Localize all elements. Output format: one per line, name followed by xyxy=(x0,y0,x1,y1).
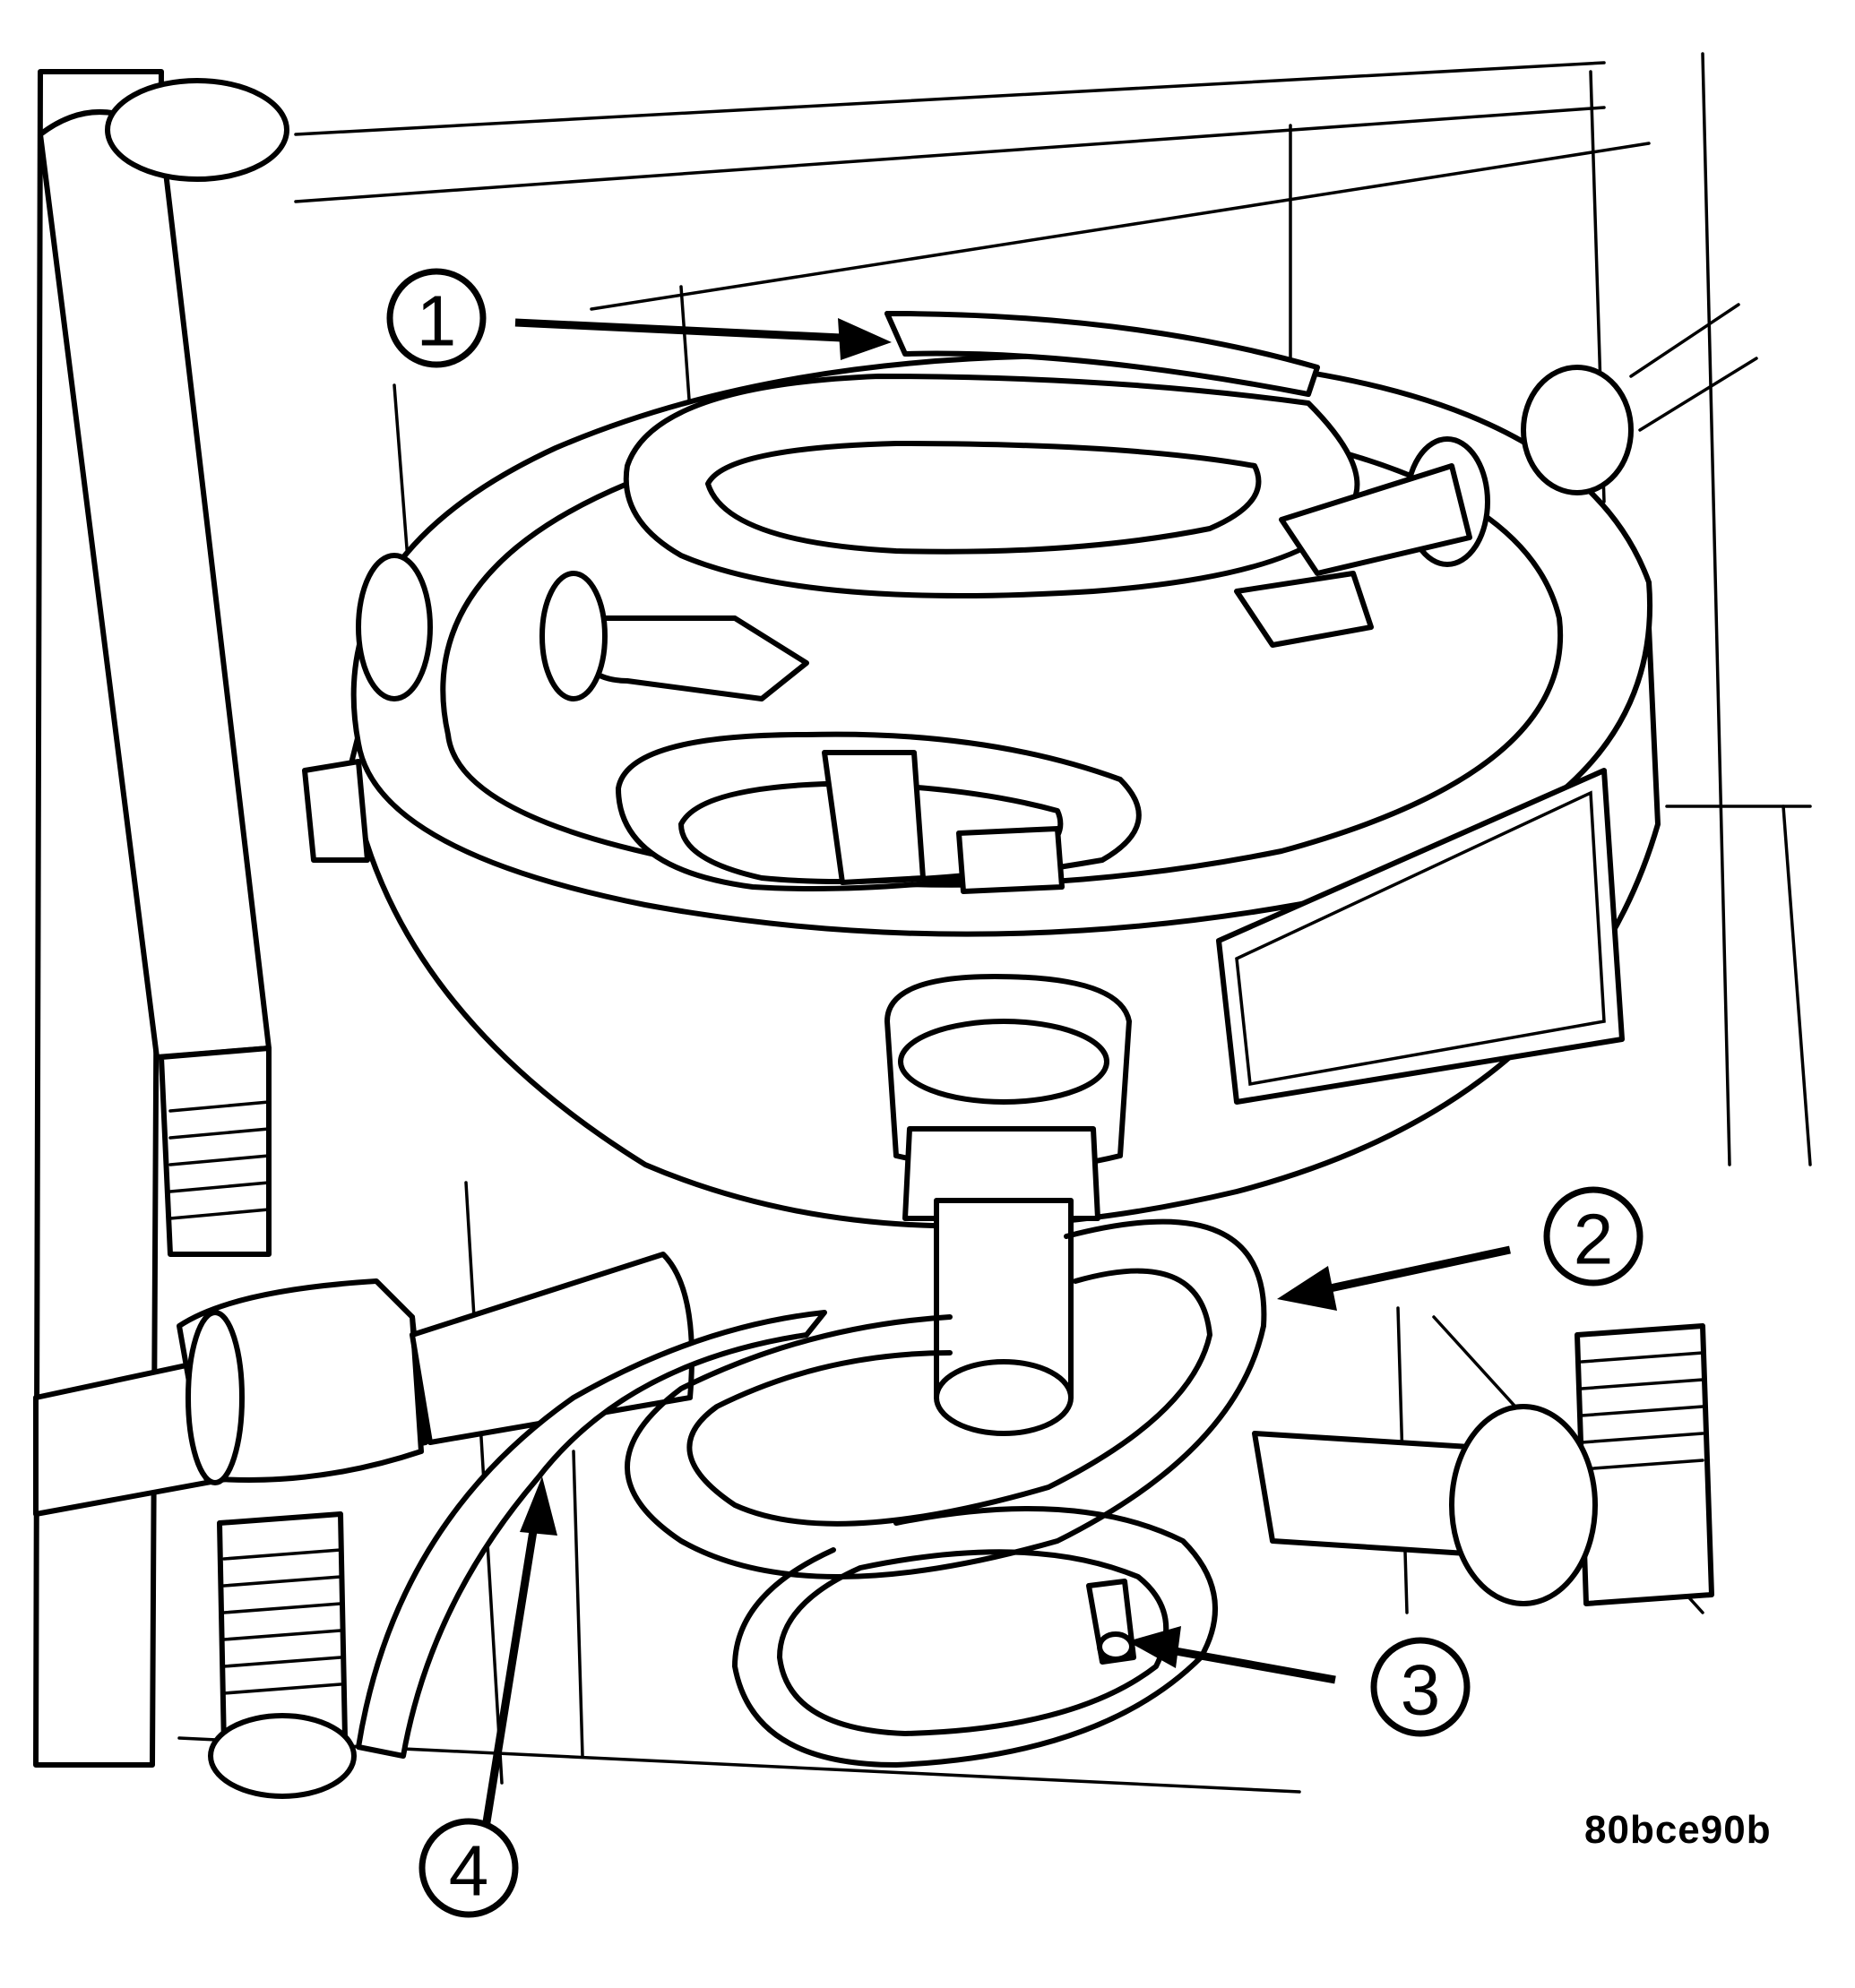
callout-2-number: 2 xyxy=(1574,1200,1614,1279)
callout-4-number: 4 xyxy=(449,1831,489,1911)
center-shaft xyxy=(884,974,1132,1436)
callout-3-circle xyxy=(1370,1637,1471,1737)
callout-2-arrow xyxy=(1277,1245,1511,1311)
callout-4-arrow xyxy=(481,1476,557,1829)
right-rod xyxy=(1252,1323,1714,1606)
inner-spring xyxy=(539,436,1490,894)
callout-1-number: 1 xyxy=(417,281,457,361)
callout-3-number: 3 xyxy=(1401,1650,1441,1730)
left-column xyxy=(33,69,357,1799)
callout-1-arrow xyxy=(514,318,892,360)
callout-3: 3 xyxy=(1370,1637,1471,1737)
callout-2-circle xyxy=(1543,1186,1644,1287)
callout-arrows xyxy=(481,318,1511,1829)
upper-spring xyxy=(623,311,1360,598)
callout-2: 2 xyxy=(1543,1186,1644,1287)
lower-arm xyxy=(356,1310,827,1759)
callout-4-circle xyxy=(418,1818,519,1918)
lower-coil-spring xyxy=(625,1218,1267,1768)
figure-id-code: 80bce90b xyxy=(1584,1808,1772,1852)
callout-3-arrow xyxy=(1127,1626,1336,1684)
callout-1-circle xyxy=(386,268,487,368)
callout-1: 1 xyxy=(386,268,487,368)
callout-4: 4 xyxy=(418,1818,519,1918)
